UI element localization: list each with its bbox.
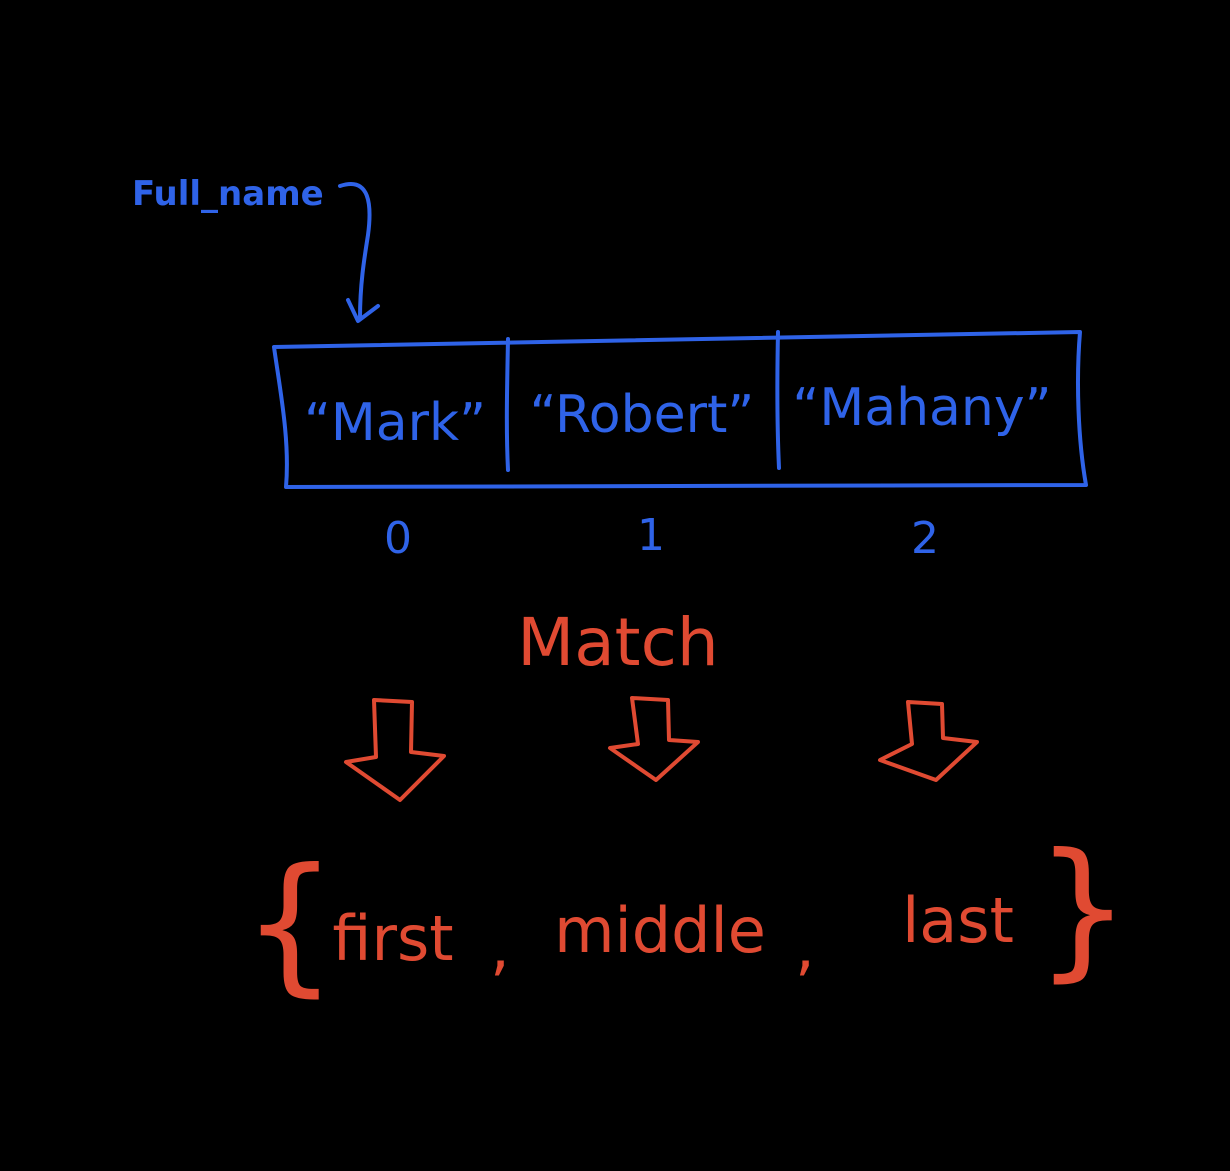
array-divider-1 xyxy=(504,337,510,472)
destructure-item-first: first xyxy=(332,902,453,975)
down-arrow-2 xyxy=(878,700,979,782)
array-index-2: 2 xyxy=(911,513,939,564)
array-cell-1: “Robert” xyxy=(530,385,755,445)
destructure-item-middle: middle xyxy=(554,894,766,967)
array-index-1: 1 xyxy=(637,510,665,561)
operation-label: Match xyxy=(517,604,718,681)
array-box xyxy=(272,330,1088,489)
open-brace: { xyxy=(242,837,337,1011)
array-cell-2: “Mahany” xyxy=(792,378,1051,438)
pointer-arrow xyxy=(338,182,372,320)
destructure-item-last: last xyxy=(902,884,1014,957)
array-index-0: 0 xyxy=(384,513,412,564)
pointer-arrowhead xyxy=(346,298,380,323)
pointer-label: Full_name xyxy=(132,174,324,214)
down-arrow-0 xyxy=(344,698,446,802)
close-brace: } xyxy=(1035,822,1130,996)
down-arrow-1 xyxy=(608,696,700,782)
array-outline xyxy=(272,330,1088,489)
destructure-separator-1: , xyxy=(795,910,815,983)
array-cell-0: “Mark” xyxy=(304,393,486,453)
array-divider-2 xyxy=(775,330,781,470)
destructure-separator-0: , xyxy=(490,910,510,983)
